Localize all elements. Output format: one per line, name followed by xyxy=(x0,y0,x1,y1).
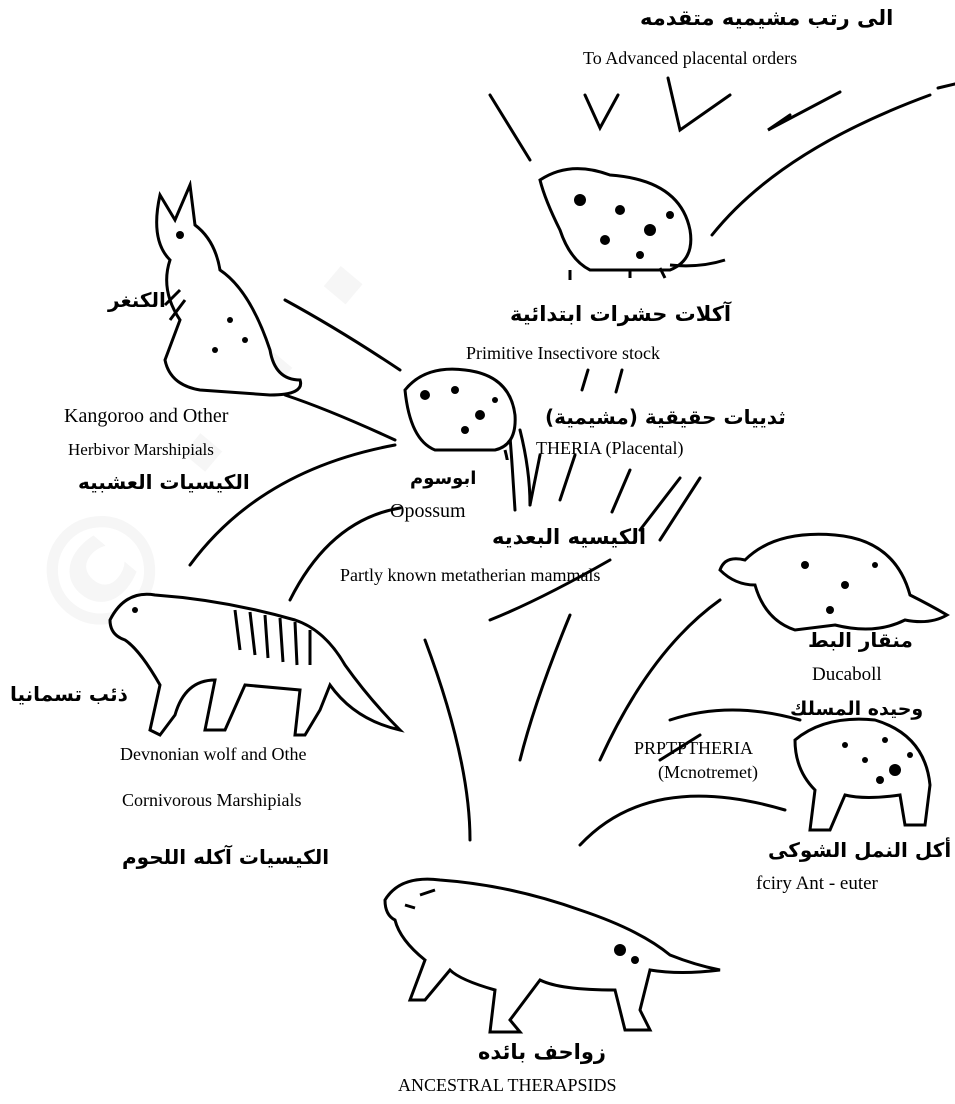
prototheria-label-en-1: PRPTPTHERIA xyxy=(634,738,753,759)
herbivore-label-ar: الكيسيات العشبيه xyxy=(78,470,250,494)
insectivore-icon xyxy=(530,160,730,280)
kangaroo-label-ar: الكنغر xyxy=(108,288,166,312)
wolf-label-en-1: Devnonian wolf and Othe xyxy=(120,744,306,765)
carnivore-label-ar: الكيسيات آكله اللحوم xyxy=(122,845,329,869)
theria-label-ar: ثدييات حقيقية (مشيمية) xyxy=(545,405,786,429)
theria-label-en: THERIA (Placental) xyxy=(536,438,683,459)
tasmanian-label-ar: ذئب تسمانيا xyxy=(10,682,128,706)
anteater-label-ar: أكل النمل الشوكى xyxy=(768,838,951,862)
platypus-label-en: Ducaboll xyxy=(812,664,882,686)
kangaroo-label-en-1: Kangoroo and Other xyxy=(64,405,228,428)
anteater-label-en: fciry Ant - euter xyxy=(756,873,878,895)
therapsid-icon xyxy=(380,860,725,1035)
opossum-icon xyxy=(395,360,525,460)
insectivore-label-en: Primitive Insectivore stock xyxy=(466,343,660,364)
echidna-icon xyxy=(785,710,935,835)
thylacine-icon xyxy=(105,570,405,740)
advanced-label-ar: الى رتب مشيميه متقدمه xyxy=(640,6,893,30)
platypus-label-ar: منقار البط xyxy=(808,628,913,652)
platypus-icon xyxy=(715,525,950,635)
metatherian-label-en: Partly known metatherian mammals xyxy=(340,565,600,586)
metatherian-label-ar: الكيسيه البعديه xyxy=(492,525,646,549)
advanced-label-en: To Advanced placental orders xyxy=(583,48,797,69)
opossum-label-ar: ابوسوم xyxy=(410,468,476,489)
prototheria-label-en-2: (Mcnotremet) xyxy=(658,762,758,783)
therapsid-label-en: ANCESTRAL THERAPSIDS xyxy=(398,1075,617,1096)
wolf-label-en-2: Cornivorous Marshipials xyxy=(122,790,302,811)
monotreme-label-ar: وحيده المسلك xyxy=(790,698,923,720)
insectivore-label-ar: آكلات حشرات ابتدائية xyxy=(510,302,731,326)
opossum-label-en: Opossum xyxy=(390,500,466,523)
kangaroo-label-en-2: Herbivor Marshipials xyxy=(68,440,214,460)
therapsid-label-ar: زواحف بائده xyxy=(478,1040,606,1064)
